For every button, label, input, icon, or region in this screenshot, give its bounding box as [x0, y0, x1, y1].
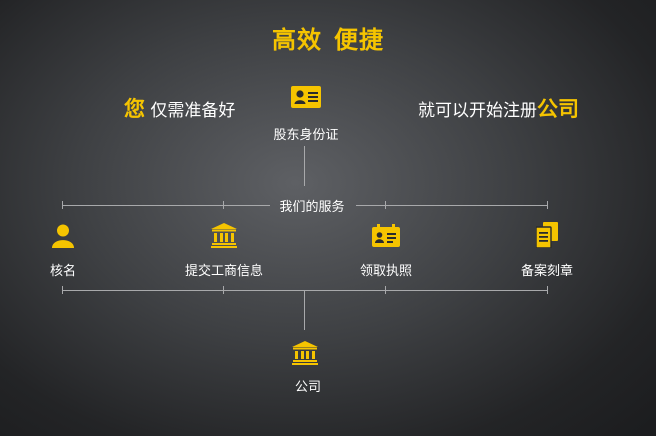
tick-bottom-3 [385, 286, 386, 294]
service-label-4: 备案刻章 [520, 264, 573, 279]
tick-top-2 [223, 201, 224, 209]
id-card-icon [291, 86, 321, 108]
register-text: 就可以开始注册 [418, 101, 537, 121]
page-title: 高效便捷 [0, 20, 656, 55]
license-icon [372, 224, 400, 247]
tick-top-3 [385, 201, 386, 209]
tick-bottom-4 [547, 286, 548, 294]
service-label-3: 领取执照 [359, 264, 412, 279]
connector-bottom [304, 290, 305, 330]
id-card-label: 股东身份证 [273, 128, 339, 143]
prepare-text: 仅需准备好 [150, 101, 236, 121]
documents-icon [536, 222, 558, 248]
service-label-2: 提交工商信息 [184, 264, 263, 279]
tick-bottom-1 [62, 286, 63, 294]
service-line-left [62, 205, 270, 206]
services-heading: 我们的服务 [279, 200, 345, 215]
prepare-phrase: 您 仅需准备好 [124, 93, 235, 123]
title-part-2: 便捷 [334, 26, 384, 54]
connector-top [304, 146, 305, 186]
register-phrase: 就可以开始注册公司 [418, 93, 579, 123]
tick-bottom-2 [223, 286, 224, 294]
company-label: 公司 [294, 380, 321, 395]
bank-icon [211, 223, 237, 248]
building-icon [292, 341, 318, 365]
tick-top-4 [547, 201, 548, 209]
register-accent: 公司 [537, 97, 579, 121]
title-part-1: 高效 [272, 26, 322, 54]
bottom-line [62, 290, 548, 291]
tick-top-1 [62, 201, 63, 209]
prepare-accent: 您 [124, 97, 145, 121]
service-line-right [356, 205, 547, 206]
person-icon [52, 224, 74, 248]
service-label-1: 核名 [49, 264, 76, 279]
